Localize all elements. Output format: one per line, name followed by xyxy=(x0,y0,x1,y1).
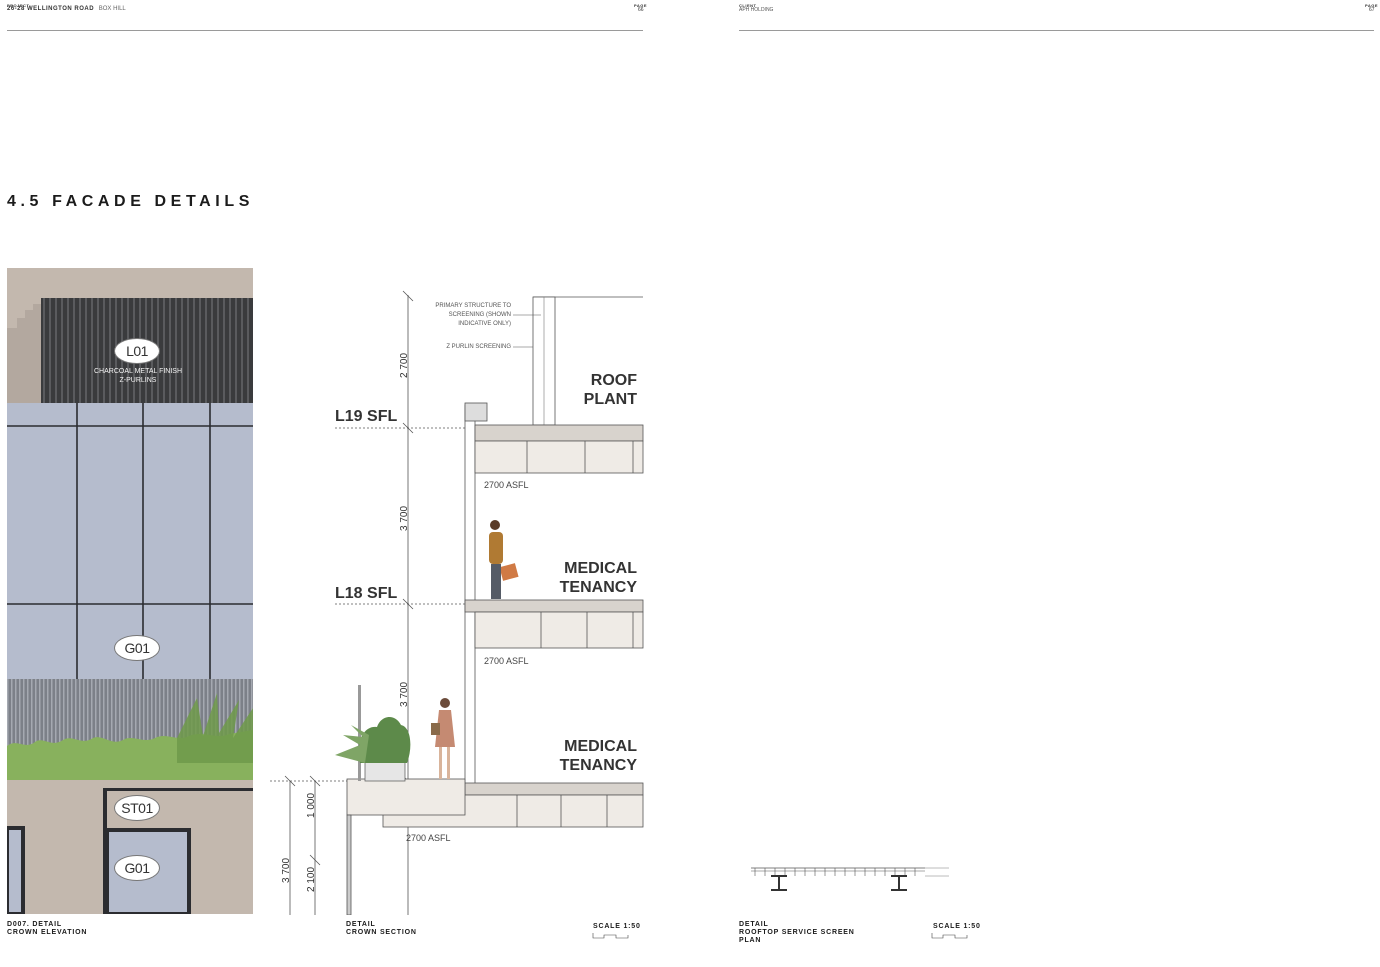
callout-1-line3: INDICATIVE ONLY) xyxy=(458,321,511,327)
section-title: 4.5 FACADE DETAILS xyxy=(7,193,254,210)
dim-3700-c: 3 700 xyxy=(281,857,292,883)
crown-elevation-drawing xyxy=(7,268,253,914)
zone-medical-upper: MEDICAL TENANCY xyxy=(520,559,637,597)
plan-caption-line1: DETAIL xyxy=(739,921,769,928)
tag-l01: L01 xyxy=(114,338,160,364)
plan-caption-line3: PLAN xyxy=(739,937,762,944)
tag-g01-upper: G01 xyxy=(114,635,160,661)
crown-section-drawing xyxy=(265,285,645,916)
zone-roof-line1: ROOF xyxy=(590,372,637,389)
page-number-right: 67 xyxy=(1369,7,1375,13)
project-header-label: PROJECT xyxy=(7,3,30,8)
asfl-upper: 2700 ASFL xyxy=(484,480,529,490)
page-number-left: 66 xyxy=(638,7,644,13)
dim-3700-b: 3 700 xyxy=(399,681,410,707)
section-scale: SCALE 1:50 xyxy=(593,923,641,930)
page-label-right: PAGE xyxy=(1365,3,1379,8)
dim-3700-a: 3 700 xyxy=(399,505,410,531)
l01-note: CHARCOAL METAL FINISH Z-PURLINS xyxy=(88,367,188,385)
l01-note-line1: CHARCOAL METAL FINISH xyxy=(93,368,183,375)
plan-caption-line2: ROOFTOP SERVICE SCREEN xyxy=(739,929,855,936)
figure-woman xyxy=(431,698,455,779)
asfl-middle: 2700 ASFL xyxy=(484,656,529,666)
project-location: BOX HILL xyxy=(98,6,126,12)
dim-2700: 2 700 xyxy=(399,352,410,378)
dim-2100: 2 100 xyxy=(306,866,317,892)
plan-svg xyxy=(751,867,949,891)
rooftop-plan-drawing xyxy=(749,862,964,896)
header-rule-right xyxy=(739,30,1374,31)
figure-man xyxy=(489,520,519,599)
callout-1-line1: PRIMARY STRUCTURE TO xyxy=(435,303,511,309)
dim-1000: 1 000 xyxy=(306,792,317,818)
zone-medical-lower: MEDICAL TENANCY xyxy=(520,737,637,775)
zone-med2-line2: TENANCY xyxy=(559,757,637,774)
level-l18: L18 SFL xyxy=(335,585,398,602)
elevation-svg xyxy=(7,268,253,914)
client-name: APH HOLDING xyxy=(739,7,774,13)
tag-st01: ST01 xyxy=(114,795,160,821)
plan-scale: SCALE 1:50 xyxy=(933,923,981,930)
callout-1-line2: SCREENING (SHOWN xyxy=(448,312,511,318)
elevation-caption-line2: CROWN ELEVATION xyxy=(7,929,88,936)
tag-g01-lower: G01 xyxy=(114,855,160,881)
section-svg xyxy=(270,290,644,916)
zone-med2-line1: MEDICAL xyxy=(564,738,637,755)
zone-med1-line2: TENANCY xyxy=(559,579,637,596)
header-rule-left xyxy=(7,30,643,31)
project-name: 26-28 WELLINGTON ROAD xyxy=(7,6,95,12)
section-caption: DETAIL CROWN SECTION xyxy=(346,921,417,937)
zone-roof-line2: PLANT xyxy=(583,391,637,408)
level-l19: L19 SFL xyxy=(335,408,398,425)
l01-note-line2: Z-PURLINS xyxy=(119,377,157,384)
plan-scale-bar xyxy=(931,933,968,939)
zone-roof-plant: ROOF PLANT xyxy=(540,371,637,409)
section-scale-bar xyxy=(592,933,629,939)
plan-caption: DETAIL ROOFTOP SERVICE SCREEN PLAN xyxy=(739,921,855,945)
page-label-left: PAGE xyxy=(634,3,648,8)
elevation-caption: D007. DETAIL CROWN ELEVATION xyxy=(7,921,87,937)
section-caption-line1: DETAIL xyxy=(346,921,376,928)
asfl-lower: 2700 ASFL xyxy=(406,833,451,843)
callout-primary-structure: PRIMARY STRUCTURE TO SCREENING (SHOWN IN… xyxy=(420,302,511,329)
section-caption-line2: CROWN SECTION xyxy=(346,929,417,936)
elevation-caption-line1: D007. DETAIL xyxy=(7,921,62,928)
zone-med1-line1: MEDICAL xyxy=(564,560,637,577)
client-header-label: CLIENT xyxy=(739,3,757,8)
callout-z-purlin: Z PURLIN SCREENING xyxy=(446,344,511,350)
project-header: 26-28 WELLINGTON ROAD BOX HILL xyxy=(7,6,126,12)
